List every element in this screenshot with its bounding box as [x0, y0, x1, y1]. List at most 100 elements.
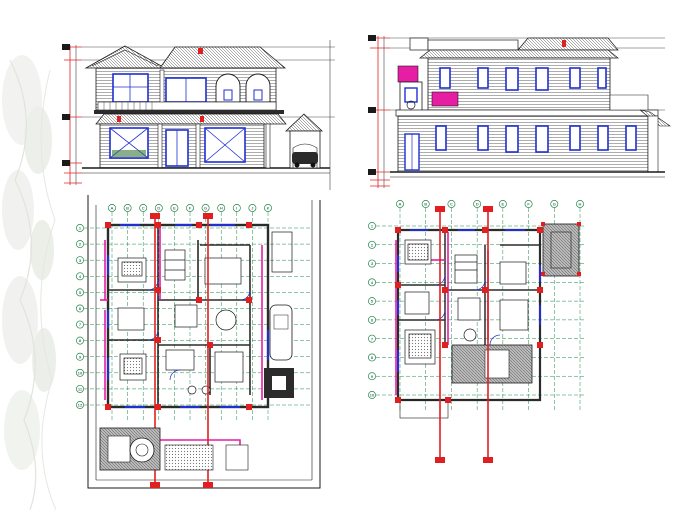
ground-left-11: 11	[76, 384, 84, 393]
grid-bubble-label: 2	[371, 242, 374, 247]
first-left-6: 6	[368, 315, 376, 324]
first-floor-plan: A B C D E F G H 1 2 3 4 5 6 7 8 9 10	[368, 200, 585, 463]
first-left-3: 3	[368, 259, 376, 268]
section-lines	[439, 208, 489, 460]
ground-top-K: K	[264, 204, 272, 212]
interior-walls	[108, 225, 251, 407]
first-top-E: E	[498, 200, 507, 208]
grid-bubble-label: 10	[370, 393, 375, 398]
grid-bubble-label: 1	[79, 226, 82, 231]
ground-top-B: B	[123, 204, 132, 212]
arched-window	[215, 73, 241, 103]
paving	[164, 444, 214, 471]
first-top-D: D	[473, 200, 482, 208]
front-elevation	[62, 40, 335, 190]
grid-bubble-label: 7	[79, 322, 82, 327]
magenta-panel	[397, 65, 419, 83]
columns	[395, 227, 543, 403]
window	[404, 87, 418, 103]
grid-bubbles-left: 1 2 3 4 5 6 7 8 9 10	[368, 222, 376, 399]
grid-bubble-label: 8	[371, 355, 374, 360]
grid-bubble-label: B	[424, 202, 427, 207]
magenta-panel	[431, 91, 459, 107]
parked-car	[269, 304, 293, 361]
furniture	[117, 249, 244, 395]
first-top-C: C	[447, 200, 456, 208]
window	[112, 73, 149, 103]
ground-top-E: E	[170, 204, 179, 212]
gable-roof	[84, 45, 166, 69]
ground-left-8: 8	[76, 336, 84, 345]
grid-bubble-label: E	[173, 206, 176, 211]
detached-roof	[542, 223, 580, 277]
grid-bubble-label: 5	[79, 290, 82, 295]
ground-top-H: H	[217, 204, 226, 212]
first-top-F: F	[524, 200, 533, 208]
grid-bubble-label: D	[476, 202, 479, 207]
first-left-7: 7	[368, 334, 376, 343]
grid-bubble-label: D	[157, 206, 160, 211]
car	[292, 152, 318, 164]
grid-bubble-label: F	[189, 206, 192, 211]
grid-bubble-label: 6	[79, 306, 82, 311]
grid-bubble-label: G	[204, 206, 207, 211]
grid-bubble-label: A	[399, 202, 402, 207]
first-top-A: A	[396, 200, 404, 208]
grid-bubble-label: 4	[79, 274, 82, 279]
first-left-10: 10	[368, 391, 376, 399]
ground-top-J: J	[248, 204, 257, 212]
ground-top-C: C	[139, 204, 148, 212]
grid-bubble-label: 10	[78, 370, 83, 375]
ground-top-I: I	[232, 204, 241, 212]
grid-bubbles-top: A B C D E F G H I J K	[108, 204, 272, 212]
ground-left-4: 4	[76, 272, 84, 281]
first-top-G: G	[550, 200, 559, 208]
furniture	[404, 239, 529, 365]
grid-bubble-label: 4	[371, 280, 374, 285]
side-elevation	[368, 35, 671, 188]
grid-bubble-label: A	[111, 206, 114, 211]
ground-top-A: A	[108, 204, 116, 212]
grid-bubble-label: 9	[79, 354, 82, 359]
ground-left-10: 10	[76, 368, 84, 377]
lower-window-row	[435, 125, 637, 153]
ground-top-F: F	[186, 204, 194, 212]
grid-bubble-label: 3	[371, 261, 374, 266]
ground-left-5: 5	[76, 288, 84, 297]
exterior-wall	[396, 228, 542, 402]
grid-bubble-label: B	[126, 206, 129, 211]
first-left-2: 2	[368, 240, 376, 249]
first-top-H: H	[576, 200, 584, 208]
grid-bubble-label: C	[142, 206, 145, 211]
grid-bubble-label: 3	[79, 258, 82, 263]
first-left-9: 9	[368, 372, 376, 381]
grid-bubble-label: I	[236, 206, 237, 211]
ground-left-12: 12	[76, 401, 84, 409]
grid-bubble-label: C	[450, 202, 453, 207]
grid-bubble-label: H	[220, 206, 223, 211]
carport-roof	[284, 113, 324, 132]
grid-bubble-label: 2	[79, 242, 82, 247]
ground-top-G: G	[201, 204, 210, 212]
columns	[105, 222, 252, 410]
decorative-leaves	[2, 55, 57, 511]
grid-bubble-label: J	[251, 206, 253, 211]
grid-bubble-label: E	[502, 202, 505, 207]
ground-left-9: 9	[76, 352, 84, 361]
grid-bubble-label: 7	[371, 336, 374, 341]
grid-bubble-label: 11	[78, 387, 83, 392]
grid-bubble-label: 1	[371, 224, 374, 229]
grid-bubble-label: K	[267, 206, 270, 211]
first-top-B: B	[421, 200, 430, 208]
grid-bubble-label: 12	[78, 403, 83, 408]
grid-bubble-label: 9	[371, 374, 374, 379]
first-left-1: 1	[368, 222, 376, 230]
ground-left-7: 7	[76, 320, 84, 329]
grid-bubble-label: 6	[371, 317, 374, 322]
first-left-5: 5	[368, 297, 376, 306]
ground-top-D: D	[154, 204, 163, 212]
ground-left-6: 6	[76, 304, 84, 313]
plan-windows	[107, 224, 269, 408]
